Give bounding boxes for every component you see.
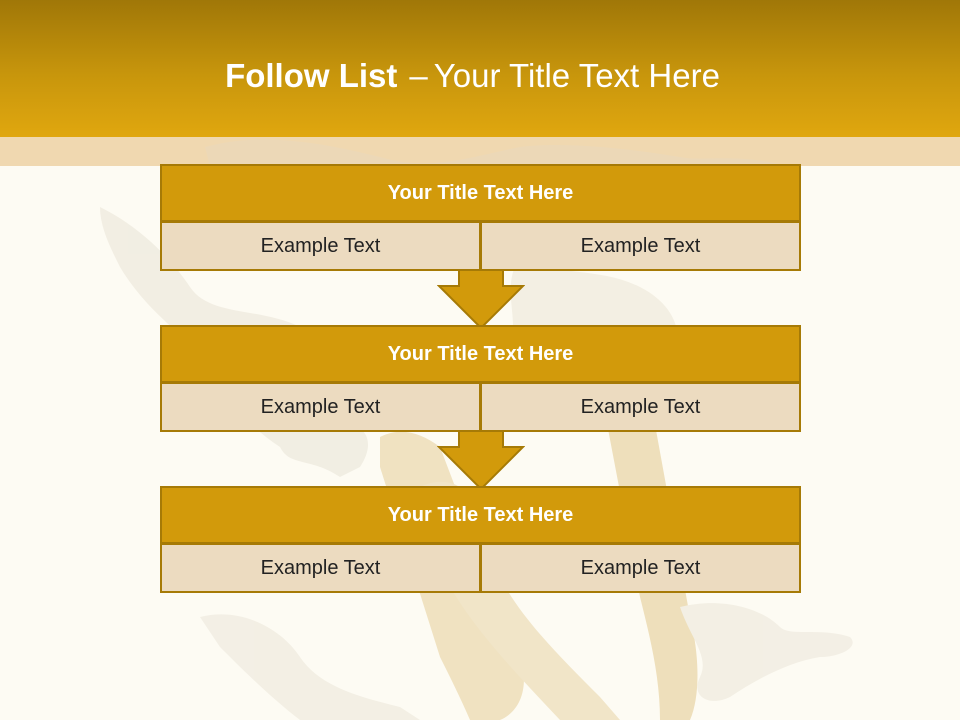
list-box-2: Your Title Text Here Example Text Exampl…	[160, 325, 801, 432]
box-cell-left: Example Text	[160, 221, 481, 271]
title-bold-text: Follow List	[225, 57, 398, 94]
slide-title: Follow List–Your Title Text Here	[0, 52, 945, 100]
box-cell-left: Example Text	[160, 382, 481, 432]
down-arrow-icon	[437, 431, 525, 491]
list-box-3: Your Title Text Here Example Text Exampl…	[160, 486, 801, 593]
box-cell-right: Example Text	[480, 382, 801, 432]
list-box-1: Your Title Text Here Example Text Exampl…	[160, 164, 801, 271]
down-arrow-icon	[437, 270, 525, 330]
title-separator: –	[409, 57, 428, 94]
box-cell-right: Example Text	[480, 543, 801, 593]
box-title: Your Title Text Here	[160, 486, 801, 544]
header-band	[0, 0, 960, 137]
title-rest-text: Your Title Text Here	[433, 57, 720, 94]
box-cell-left: Example Text	[160, 543, 481, 593]
box-title: Your Title Text Here	[160, 164, 801, 222]
box-cell-right: Example Text	[480, 221, 801, 271]
box-title: Your Title Text Here	[160, 325, 801, 383]
